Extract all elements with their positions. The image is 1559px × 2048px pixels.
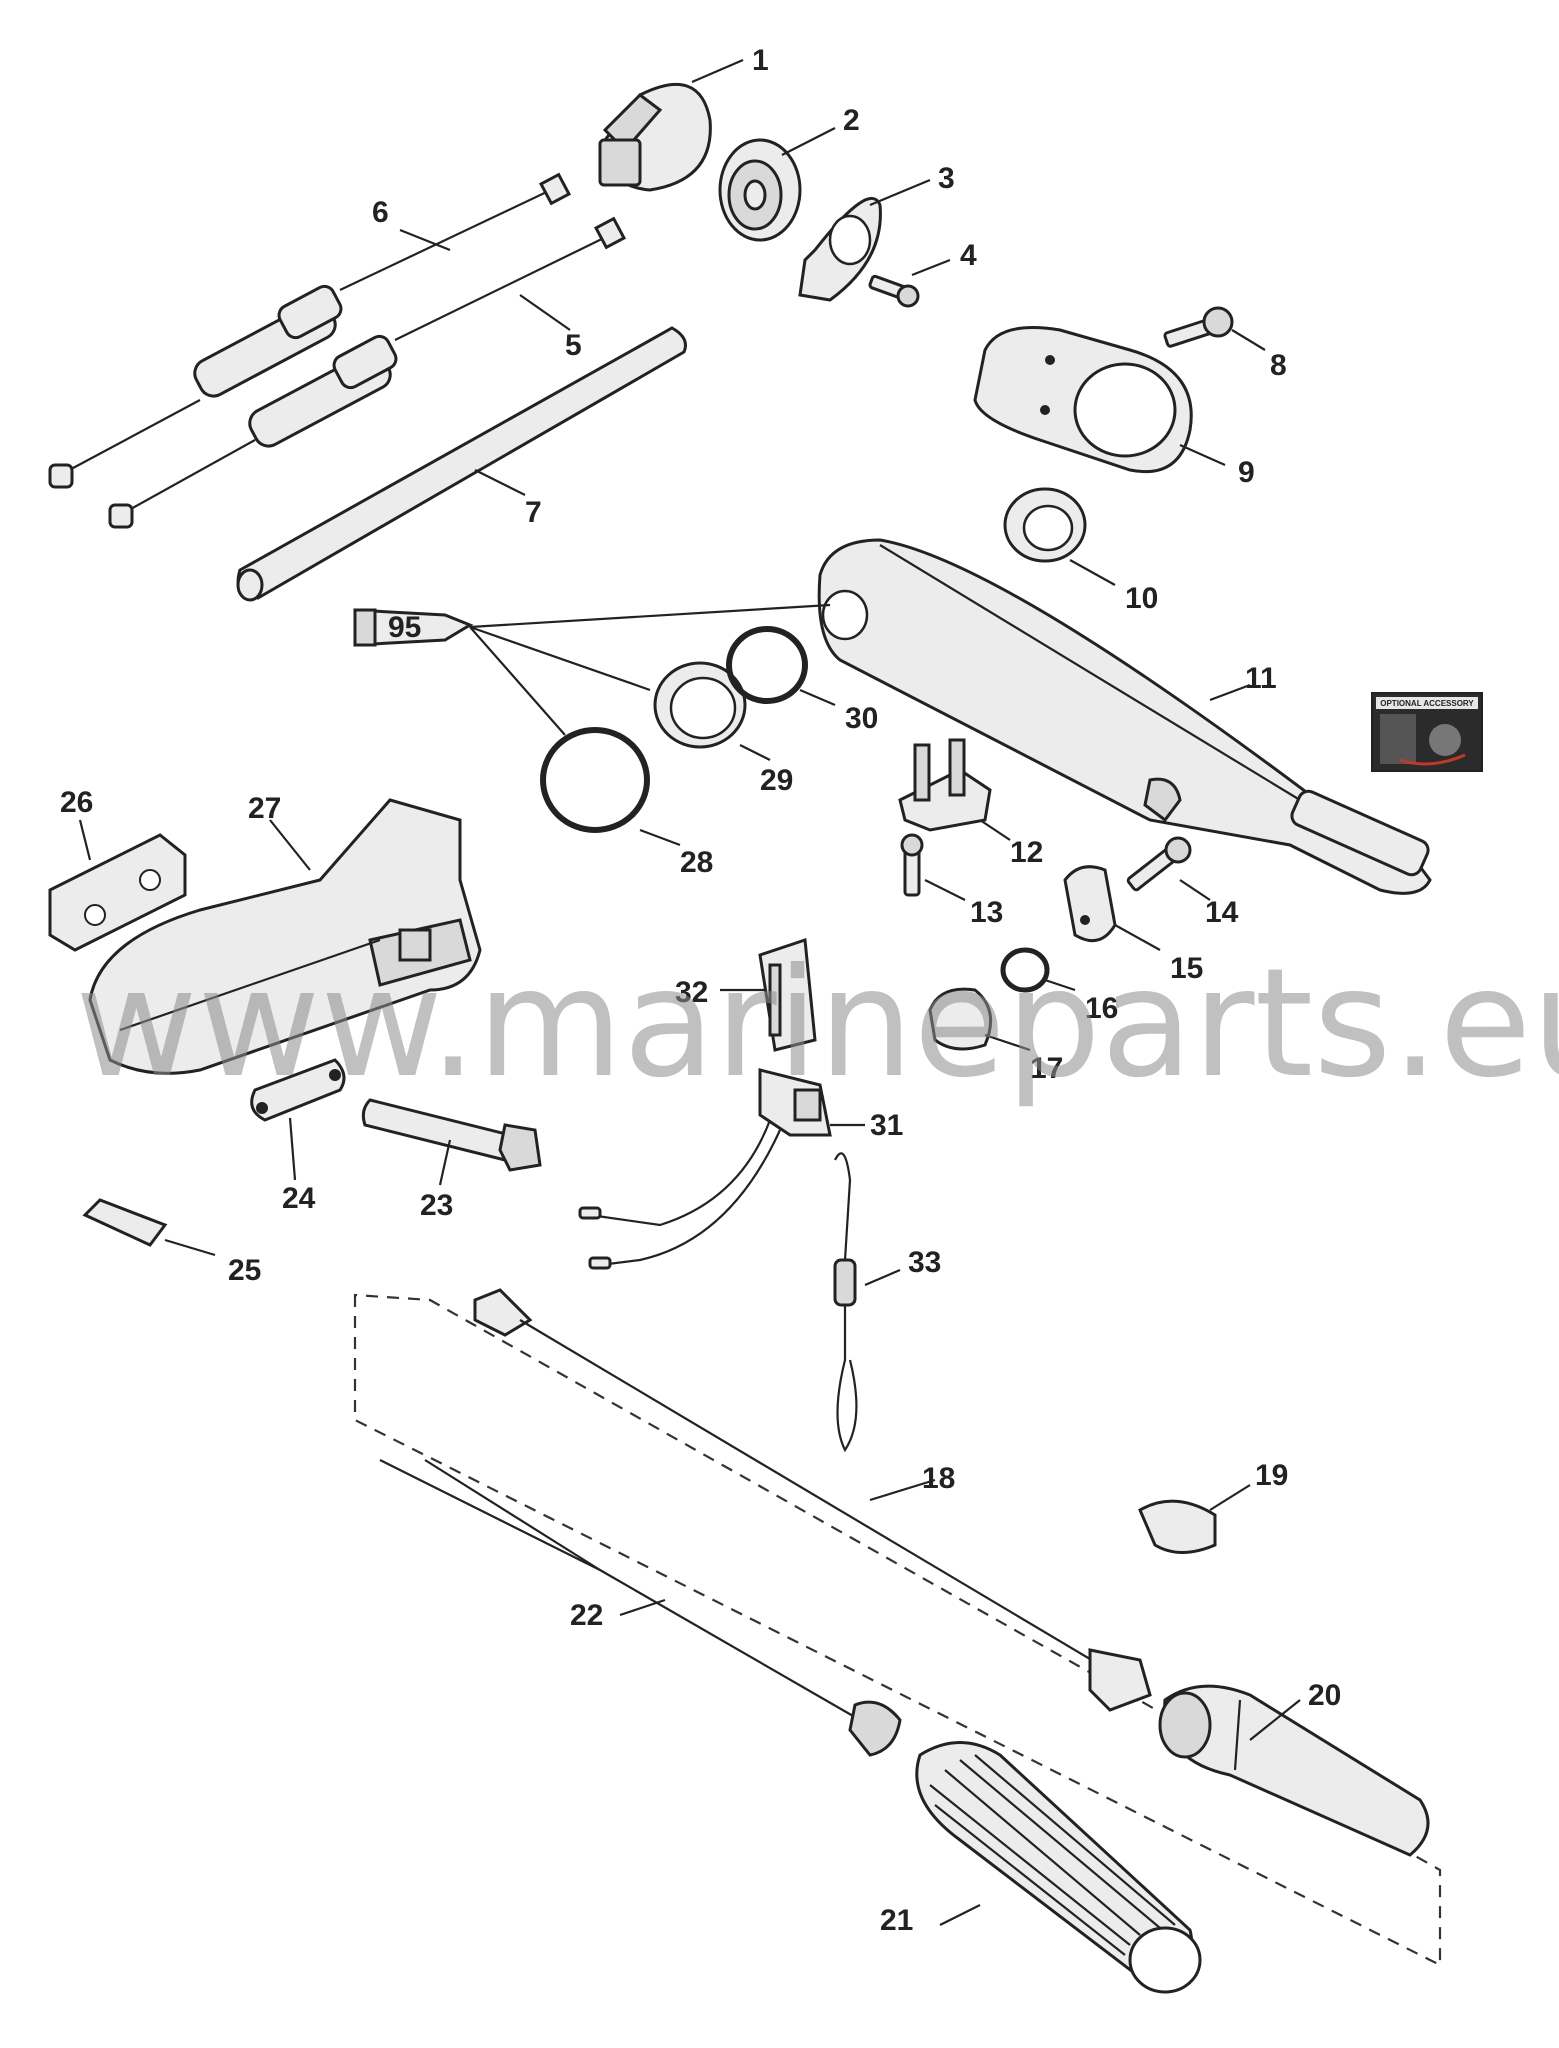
label-16: 16: [1085, 992, 1118, 1025]
part-21-grip: [915, 1741, 1202, 1994]
part-19-bushing: [1138, 1499, 1217, 1554]
part-3-plate: [798, 196, 882, 302]
label-28: 28: [680, 846, 713, 879]
part-28-ring: [540, 727, 650, 833]
label-4: 4: [960, 239, 977, 272]
watermark: www.marineparts.eu: [75, 937, 1559, 1111]
label-3: 3: [938, 162, 955, 195]
label-7: 7: [525, 496, 542, 529]
part-13-screw: [900, 833, 924, 897]
part-2-disk: [718, 138, 802, 242]
label-21: 21: [880, 1904, 913, 1937]
part-1-strap: [598, 82, 712, 192]
part-4-screw: [868, 274, 920, 308]
grease-tube: 95: [353, 603, 831, 736]
part-24-plate: [250, 1058, 346, 1122]
label-29: 29: [760, 764, 793, 797]
part-20-sleeve: [1158, 1684, 1430, 1857]
label-26: 26: [60, 786, 93, 819]
leader-lines: [78, 58, 1301, 1926]
part-32-clip: [758, 937, 817, 1052]
label-15: 15: [1170, 952, 1203, 985]
part-23-bolt: [361, 1098, 542, 1172]
label-13: 13: [970, 896, 1003, 929]
label-32: 32: [675, 976, 708, 1009]
part-27-housing: [88, 798, 482, 1075]
label-30: 30: [845, 702, 878, 735]
label-14: 14: [1205, 896, 1239, 929]
part-number-labels: 1 2 3 4 5 6 7 8 9 10 11 12 13 14 15 16 1…: [60, 44, 1341, 1937]
part-9-cover: [973, 326, 1193, 474]
label-11: 11: [1245, 662, 1277, 695]
label-18: 18: [922, 1462, 955, 1495]
label-1: 1: [752, 44, 769, 77]
part-18-shaft: [473, 1288, 1152, 1712]
label-2: 2: [843, 104, 860, 137]
label-5: 5: [565, 329, 582, 362]
label-25: 25: [228, 1254, 261, 1287]
part-29-ring: [653, 661, 747, 749]
label-8: 8: [1270, 349, 1287, 382]
label-24: 24: [282, 1182, 316, 1215]
part-33-lanyard: [833, 1152, 858, 1453]
part-15-clip: [1063, 865, 1117, 943]
badge-text: OPTIONAL ACCESSORY: [1380, 699, 1474, 708]
part-26-block: [48, 833, 187, 952]
label-27: 27: [248, 792, 281, 825]
part-5-cable: [108, 216, 627, 529]
label-22: 22: [570, 1599, 603, 1632]
part-12-bracket: [898, 738, 992, 832]
label-10: 10: [1125, 582, 1158, 615]
label-31: 31: [870, 1109, 903, 1142]
label-23: 23: [420, 1189, 453, 1222]
label-9: 9: [1238, 456, 1255, 489]
part-10-ring: [1003, 487, 1087, 563]
part-25-clip: [82, 1198, 168, 1247]
optional-accessory-badge: OPTIONAL ACCESSORY: [1371, 692, 1483, 772]
part-22-cable: [379, 1459, 902, 1757]
label-33: 33: [908, 1246, 941, 1279]
part-30-ring: [726, 626, 808, 704]
label-6: 6: [372, 196, 389, 229]
part-14-screw: [1126, 836, 1192, 892]
label-17: 17: [1030, 1052, 1063, 1085]
part-7-rod: [236, 326, 687, 602]
part-11-tiller-arm: [817, 538, 1432, 895]
part-8-bolt: [1163, 306, 1234, 348]
label-19: 19: [1255, 1459, 1288, 1492]
assembly-dashed-outline: [353, 1293, 1442, 1967]
part-31-switch: [578, 1068, 832, 1270]
label-12: 12: [1010, 836, 1043, 869]
part-16-oring: [1000, 947, 1050, 993]
part-17-knob: [928, 987, 993, 1051]
label-20: 20: [1308, 1679, 1341, 1712]
part-6-cable: [48, 172, 572, 489]
grease-tube-label: 95: [388, 611, 421, 644]
